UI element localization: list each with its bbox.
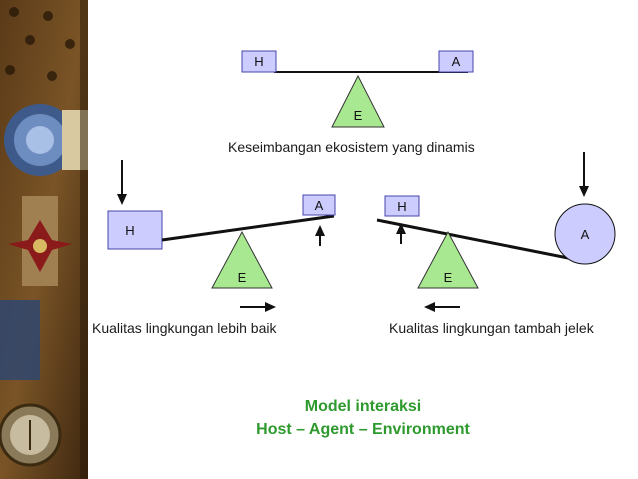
left-seesaw: H A E xyxy=(107,160,336,312)
environment-triangle xyxy=(211,230,273,289)
host-label: H xyxy=(397,199,406,214)
decorative-strip xyxy=(0,0,88,479)
bee-icon xyxy=(5,7,75,81)
agent-label: A xyxy=(581,227,590,242)
environment-label: E xyxy=(444,270,453,285)
environment-label: E xyxy=(238,270,247,285)
rosette-icon xyxy=(4,104,88,176)
right-caption: Kualitas lingkungan tambah jelek xyxy=(389,320,594,336)
agent-box xyxy=(438,50,474,73)
host-box xyxy=(241,50,277,73)
right-seesaw: H E A xyxy=(376,152,616,312)
left-caption: Kualitas lingkungan lebih baik xyxy=(92,320,277,336)
environment-triangle xyxy=(331,74,385,128)
host-label: H xyxy=(254,54,263,69)
title-line-2: Host – Agent – Environment xyxy=(256,421,470,438)
environment-triangle xyxy=(417,230,479,289)
host-box xyxy=(107,210,163,250)
seesaw-beam xyxy=(161,214,335,242)
agent-circle xyxy=(554,203,616,265)
agent-label: A xyxy=(452,54,461,69)
top-caption: Keseimbangan ekosistem yang dinamis xyxy=(228,139,475,155)
title-line-1: Model interaksi xyxy=(304,398,422,415)
agent-box xyxy=(302,194,336,216)
interaction-diagram: E H A H A E H E xyxy=(107,50,616,312)
agent-label: A xyxy=(315,198,324,213)
balanced-seesaw: E H A xyxy=(241,50,474,128)
cross-medal-icon xyxy=(8,196,72,286)
compass-icon xyxy=(0,403,62,467)
host-box xyxy=(384,195,420,217)
seesaw-beam xyxy=(376,218,569,260)
slide-content: E H A H A E H E xyxy=(88,0,638,479)
host-label: H xyxy=(125,223,134,238)
environment-label: E xyxy=(354,108,363,123)
